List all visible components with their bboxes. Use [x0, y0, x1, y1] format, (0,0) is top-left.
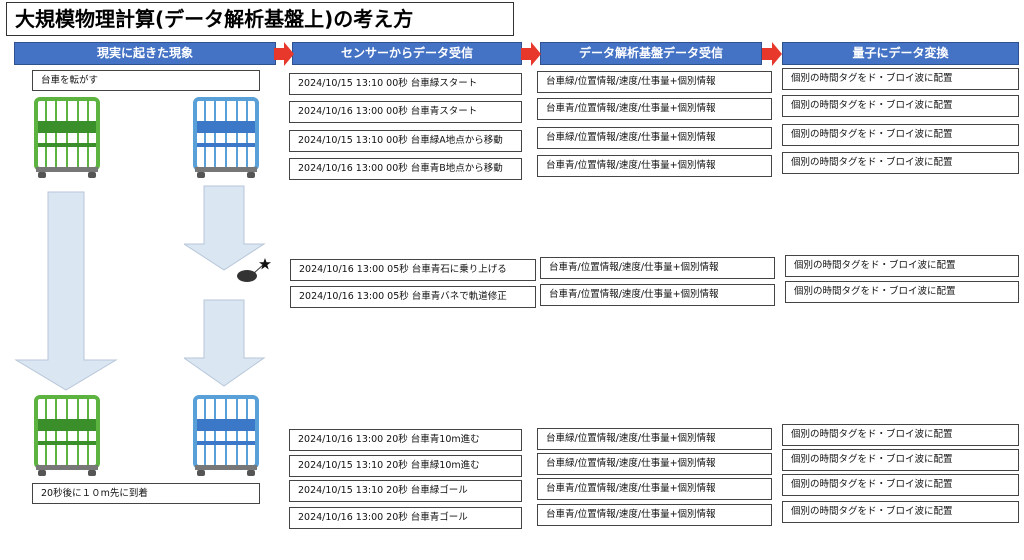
blue-flow-arrow-2: [184, 298, 266, 388]
sensor-row-8: 2024/10/15 13:10 20秒 台車緑ゴール: [289, 480, 522, 502]
quantum-row-4: 個別の時間タグをド・ブロイ波に配置: [785, 255, 1019, 277]
quantum-row-0: 個別の時間タグをド・ブロイ波に配置: [782, 68, 1019, 90]
quantum-row-5: 個別の時間タグをド・ブロイ波に配置: [785, 281, 1019, 303]
header-quantum: 量子にデータ変換: [782, 42, 1019, 65]
sensor-row-4: 2024/10/16 13:00 05秒 台車青石に乗り上げる: [290, 259, 536, 281]
sensor-row-5: 2024/10/16 13:00 05秒 台車青バネで軌道修正: [290, 286, 536, 308]
quantum-row-1: 個別の時間タグをド・ブロイ波に配置: [782, 95, 1019, 117]
quantum-row-7: 個別の時間タグをド・ブロイ波に配置: [782, 449, 1019, 471]
red-right-arrow-icon: [762, 42, 782, 66]
platform-row-8: 台車青/位置情報/速度/仕事量+個別情報: [537, 478, 772, 500]
sensor-row-9: 2024/10/16 13:00 20秒 台車青ゴール: [289, 507, 522, 529]
quantum-row-8: 個別の時間タグをド・ブロイ波に配置: [782, 474, 1019, 496]
platform-row-1: 台車青/位置情報/速度/仕事量+個別情報: [537, 98, 772, 120]
sensor-row-0: 2024/10/15 13:10 00秒 台車緑スタート: [289, 73, 522, 95]
green-flow-arrow: [14, 190, 118, 392]
sensor-row-7: 2024/10/15 13:10 20秒 台車緑10m進む: [289, 455, 522, 477]
sensor-row-1: 2024/10/16 13:00 00秒 台車青スタート: [289, 101, 522, 123]
red-right-arrow-icon: [274, 42, 294, 66]
quantum-row-6: 個別の時間タグをド・ブロイ波に配置: [782, 424, 1019, 446]
platform-row-2: 台車緑/位置情報/速度/仕事量+個別情報: [537, 127, 772, 149]
quantum-row-2: 個別の時間タグをド・ブロイ波に配置: [782, 124, 1019, 146]
header-phenomenon: 現実に起きた現象: [14, 42, 276, 65]
header-sensor: センサーからデータ受信: [292, 42, 522, 65]
phenomenon-start: 台車を転がす: [32, 70, 260, 91]
green-cart-icon: [34, 97, 100, 179]
sensor-row-2: 2024/10/15 13:10 00秒 台車緑A地点から移動: [289, 130, 522, 152]
sensor-row-3: 2024/10/16 13:00 00秒 台車青B地点から移動: [289, 158, 522, 180]
platform-row-9: 台車青/位置情報/速度/仕事量+個別情報: [537, 504, 772, 526]
rock-icon: [236, 256, 270, 290]
sensor-row-6: 2024/10/16 13:00 20秒 台車青10m進む: [289, 429, 522, 451]
platform-row-4: 台車青/位置情報/速度/仕事量+個別情報: [540, 257, 775, 279]
quantum-row-9: 個別の時間タグをド・ブロイ波に配置: [782, 501, 1019, 523]
page-title: 大規模物理計算(データ解析基盤上)の考え方: [6, 2, 514, 36]
blue-cart-icon: [193, 97, 259, 179]
green-cart-icon: [34, 395, 100, 477]
platform-row-5: 台車青/位置情報/速度/仕事量+個別情報: [540, 284, 775, 306]
header-platform: データ解析基盤データ受信: [540, 42, 762, 65]
blue-flow-arrow-1: [184, 184, 266, 272]
platform-row-0: 台車緑/位置情報/速度/仕事量+個別情報: [537, 71, 772, 93]
quantum-row-3: 個別の時間タグをド・ブロイ波に配置: [782, 152, 1019, 174]
platform-row-3: 台車青/位置情報/速度/仕事量+個別情報: [537, 155, 772, 177]
red-right-arrow-icon: [521, 42, 541, 66]
platform-row-6: 台車緑/位置情報/速度/仕事量+個別情報: [537, 428, 772, 450]
blue-cart-icon: [193, 395, 259, 477]
star-icon: [259, 255, 271, 274]
platform-row-7: 台車緑/位置情報/速度/仕事量+個別情報: [537, 453, 772, 475]
phenomenon-end: 20秒後に１０m先に到着: [32, 483, 260, 504]
